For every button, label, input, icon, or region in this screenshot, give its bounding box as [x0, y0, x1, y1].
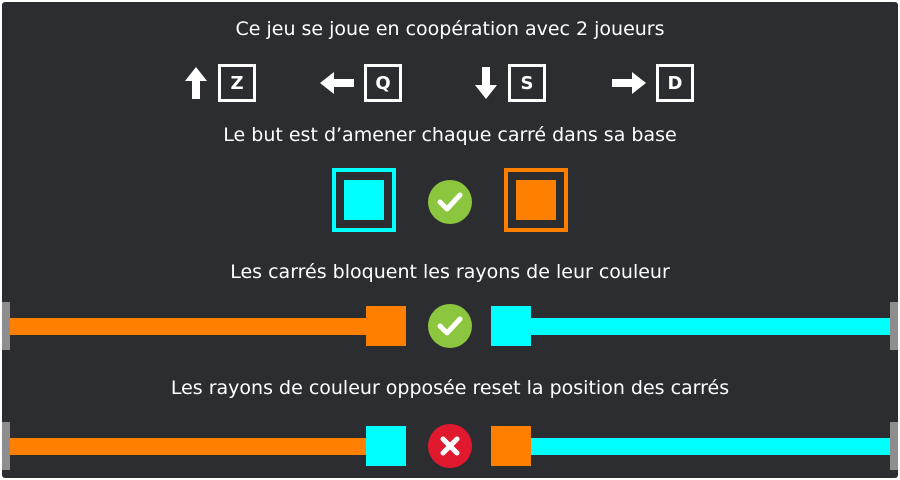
- key-q: Q: [364, 64, 402, 102]
- control-left: Q: [320, 62, 402, 104]
- check-icon: [428, 180, 472, 224]
- reset-text: Les rayons de couleur opposée reset la p…: [170, 377, 730, 399]
- orange-square: [366, 306, 406, 346]
- arrow-up-icon: [184, 66, 208, 100]
- orange-base: [504, 168, 568, 232]
- orange-square: [516, 180, 556, 220]
- arrow-down-icon: [474, 66, 498, 100]
- cyan-ray: [531, 438, 890, 455]
- goal-text: Le but est d’amener chaque carré dans sa…: [223, 124, 677, 146]
- key-z: Z: [218, 64, 256, 102]
- arrow-left-icon: [320, 71, 354, 95]
- cyan-square: [491, 306, 531, 346]
- orange-square: [491, 426, 531, 466]
- cyan-base: [332, 168, 396, 232]
- right-emitter: [890, 302, 898, 350]
- cyan-square: [344, 180, 384, 220]
- key-s: S: [508, 64, 546, 102]
- control-down: S: [474, 62, 546, 104]
- check-icon: [428, 304, 472, 348]
- control-up: Z: [184, 62, 256, 104]
- orange-ray: [10, 438, 366, 455]
- cross-icon: [428, 424, 472, 468]
- arrow-right-icon: [612, 71, 646, 95]
- control-right: D: [612, 62, 694, 104]
- intro-text: Ce jeu se joue en coopération avec 2 jou…: [235, 18, 665, 40]
- orange-ray: [10, 318, 366, 335]
- right-emitter: [890, 422, 898, 470]
- key-d: D: [656, 64, 694, 102]
- left-emitter: [2, 422, 10, 470]
- cyan-square: [366, 426, 406, 466]
- left-emitter: [2, 302, 10, 350]
- block-text: Les carrés bloquent les rayons de leur c…: [230, 261, 670, 283]
- cyan-ray: [531, 318, 890, 335]
